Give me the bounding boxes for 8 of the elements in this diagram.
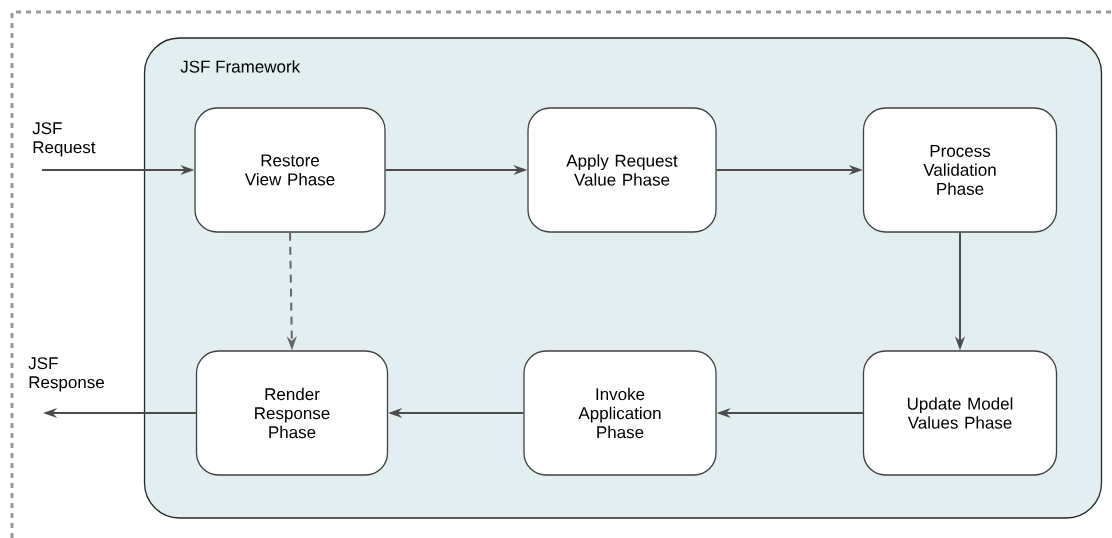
phase-box: Process Validation Phase — [862, 107, 1058, 233]
phase-box: Invoke Application Phase — [523, 350, 717, 476]
phase-box: Apply Request Value Phase — [527, 107, 717, 233]
io-label: JSF Request — [32, 122, 96, 157]
io-label: JSF Response — [28, 357, 104, 392]
phase-box: Restore View Phase — [194, 107, 386, 233]
phase-box: Render Response Phase — [195, 350, 389, 476]
phase-box: Update Model Values Phase — [862, 350, 1058, 476]
